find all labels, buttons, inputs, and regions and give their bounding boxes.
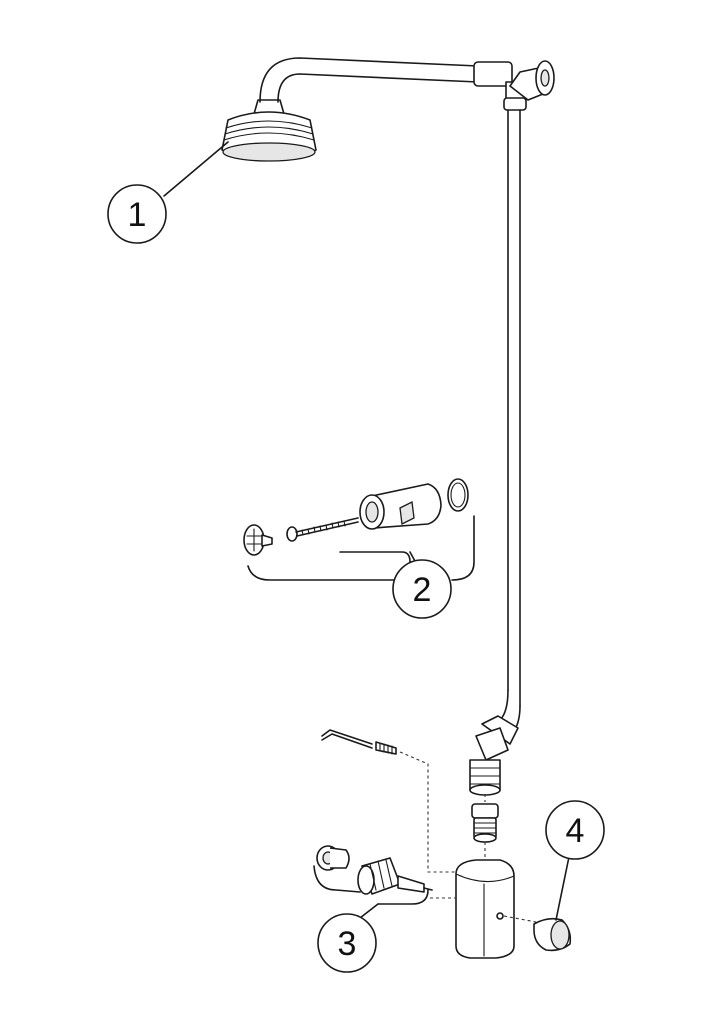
hex-key-and-screw — [321, 729, 458, 873]
threaded-nipple — [471, 794, 499, 860]
callout-2: 2 — [392, 559, 452, 619]
bottom-elbow — [469, 715, 519, 796]
control-knob — [533, 917, 572, 952]
callout-1-label: 1 — [128, 196, 147, 234]
mixer-body — [430, 859, 537, 959]
leader-line-1 — [163, 141, 229, 197]
callout-3-label: 3 — [338, 925, 357, 963]
callout-3: 3 — [317, 913, 377, 973]
leader-line-3 — [359, 903, 379, 919]
shower-head — [221, 99, 317, 162]
wall-bracket-kit — [243, 478, 475, 581]
riser-pipe — [499, 109, 521, 735]
callout-1: 1 — [107, 184, 167, 244]
leader-line-4 — [555, 851, 571, 921]
valve-cartridge-kit — [313, 845, 433, 905]
shower-arm — [259, 57, 513, 103]
top-connector — [503, 60, 555, 111]
callout-4-label: 4 — [566, 812, 585, 850]
callout-4: 4 — [545, 800, 605, 860]
callout-2-label: 2 — [413, 571, 432, 609]
